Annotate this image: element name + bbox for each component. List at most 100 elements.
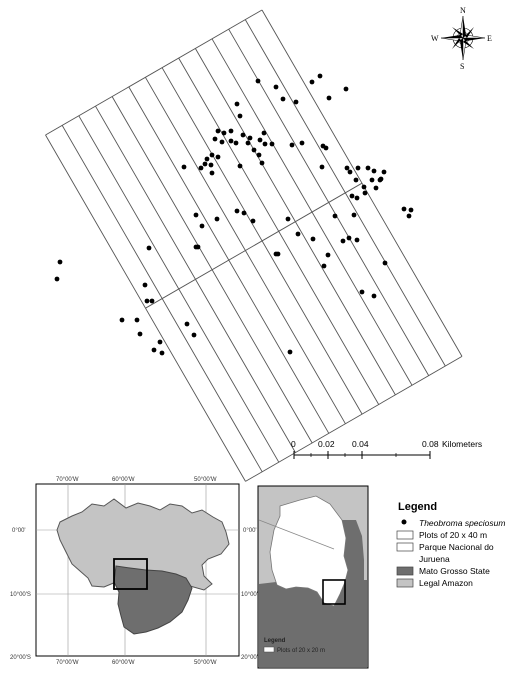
theobroma-point (240, 132, 246, 138)
theobroma-point (359, 289, 365, 295)
inset-mato-grosso-shape (259, 579, 367, 667)
scale-unit: Kilometers (442, 439, 482, 449)
theobroma-point (237, 113, 243, 119)
theobroma-point (209, 170, 215, 176)
theobroma-point (209, 152, 215, 158)
theobroma-point (255, 78, 261, 84)
theobroma-point (323, 145, 329, 151)
theobroma-point (287, 349, 293, 355)
theobroma-points (54, 73, 414, 356)
locator-top-tick-1: 60°00'W (112, 477, 135, 483)
theobroma-point (354, 195, 360, 201)
inset-legend-title: Legend (264, 638, 286, 644)
legend-item-plots: Plots of 20 x 40 m (419, 530, 487, 540)
theobroma-point (353, 177, 359, 183)
compass-north: N (460, 6, 466, 15)
theobroma-point (293, 99, 299, 105)
locator-right-tick-1: 10°00'S (241, 592, 262, 598)
theobroma-point (340, 238, 346, 244)
locator-right-tick-0: 0°00' (243, 528, 257, 534)
theobroma-point (354, 237, 360, 243)
theobroma-point (221, 130, 227, 136)
theobroma-point (146, 245, 152, 251)
legend-title: Legend (398, 501, 437, 513)
theobroma-point (256, 152, 262, 158)
theobroma-point (144, 298, 150, 304)
theobroma-point (214, 216, 220, 222)
theobroma-point (347, 169, 353, 175)
theobroma-point (234, 208, 240, 214)
theobroma-point (257, 137, 263, 143)
theobroma-point (275, 251, 281, 257)
grid-line-col (245, 356, 463, 482)
theobroma-point (280, 96, 286, 102)
theobroma-point (285, 216, 291, 222)
theobroma-point (406, 213, 412, 219)
locator-bottom-tick-1: 60°00'W (112, 660, 135, 666)
theobroma-point (212, 136, 218, 142)
theobroma-point (382, 260, 388, 266)
inset-map: Legend Plots of 20 x 20 m (257, 485, 369, 669)
theobroma-point (295, 231, 301, 237)
theobroma-point (151, 347, 157, 353)
theobroma-point (251, 147, 257, 153)
locator-top-tick-2: 50°00'W (194, 477, 217, 483)
locator-top-tick-0: 70°00'W (56, 477, 79, 483)
theobroma-point (362, 190, 368, 196)
theobroma-point (137, 331, 143, 337)
theobroma-point (371, 293, 377, 299)
theobroma-point (309, 79, 315, 85)
theobroma-point (371, 168, 377, 174)
locator-bottom-tick-0: 70°00'W (56, 660, 79, 666)
theobroma-point (208, 162, 214, 168)
compass-west: W (431, 34, 439, 43)
locator-left-tick-1: 10°00'S (10, 592, 31, 598)
theobroma-point (321, 263, 327, 269)
inset-legend-item: Plots of 20 x 20 m (277, 648, 325, 654)
theobroma-point (54, 276, 60, 282)
theobroma-point (273, 84, 279, 90)
theobroma-point (204, 156, 210, 162)
compass-south: S (460, 62, 464, 71)
theobroma-point (319, 164, 325, 170)
legend-item-legal-amazon: Legal Amazon (419, 578, 473, 588)
theobroma-point (373, 185, 379, 191)
locator-map: 70°00'W 60°00'W 50°00'W 70°00'W 60°00'W … (10, 477, 262, 666)
grid-line-col (45, 9, 263, 136)
theobroma-point (195, 244, 201, 250)
theobroma-point (134, 317, 140, 323)
theobroma-point (262, 141, 268, 147)
theobroma-point (181, 164, 187, 170)
theobroma-point (299, 140, 305, 146)
theobroma-point (310, 236, 316, 242)
theobroma-point (219, 139, 225, 145)
legend-item-theobroma: Theobroma speciosum (419, 518, 505, 528)
theobroma-point (193, 212, 199, 218)
locator-right-tick-2: 20°00'S (241, 655, 262, 661)
scale-tick-3: 0.08 (422, 439, 439, 449)
legend-item-mato-grosso: Mato Grosso State (419, 566, 490, 576)
theobroma-point (261, 130, 267, 136)
theobroma-point (289, 142, 295, 148)
theobroma-point (401, 206, 407, 212)
legend-item-park-cont: Juruena (419, 554, 450, 564)
theobroma-point (119, 317, 125, 323)
theobroma-point (228, 138, 234, 144)
theobroma-point (215, 154, 221, 160)
compass-east: E (487, 34, 492, 43)
theobroma-point (355, 165, 361, 171)
theobroma-point (228, 128, 234, 134)
scale-tick-1: 0.02 (318, 439, 335, 449)
theobroma-point (247, 135, 253, 141)
theobroma-point (215, 128, 221, 134)
theobroma-point (326, 95, 332, 101)
theobroma-point (269, 141, 275, 147)
theobroma-point (198, 165, 204, 171)
theobroma-point (259, 160, 265, 166)
tree-point-icon (401, 519, 407, 525)
locator-left-tick-0: 0°00' (12, 528, 26, 534)
theobroma-point (317, 73, 323, 79)
theobroma-point (237, 163, 243, 169)
